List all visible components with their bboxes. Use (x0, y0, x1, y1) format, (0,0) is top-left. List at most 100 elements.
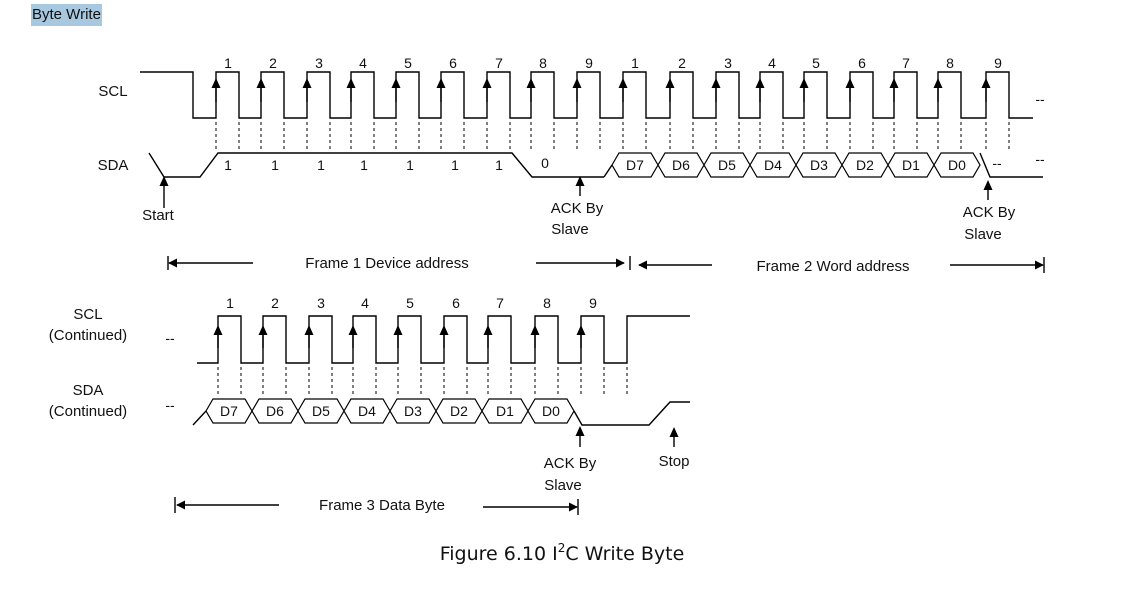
word-address-bit-label-5: D2 (856, 157, 874, 173)
continued-clock-number-8: 9 (589, 295, 597, 311)
header-label: Byte Write (31, 4, 102, 26)
sda-continued-continuation: -- (165, 397, 175, 413)
scl-edge-arrow-4-head (391, 78, 401, 88)
clock-number-15: 7 (902, 55, 910, 71)
word-address-bit-label-0: D7 (626, 157, 644, 173)
caption-suffix: C Write Byte (565, 543, 684, 565)
clock-number-0: 1 (224, 55, 232, 71)
ack-label-3-line2: Slave (544, 477, 582, 494)
sda-continued-label: SDA (73, 382, 104, 399)
scl-label: SCL (98, 83, 127, 100)
continued-clock-number-0: 1 (226, 295, 234, 311)
scl-continuation: -- (1035, 91, 1045, 107)
scl-continued-continuation: -- (165, 330, 175, 346)
scl-edge-arrow-7-head (526, 78, 536, 88)
ack-label-2: ACK By (963, 204, 1016, 221)
clock-number-6: 7 (495, 55, 503, 71)
clock-number-2: 3 (315, 55, 323, 71)
sda-continued-entry (192, 410, 207, 426)
scl-edge-arrow-6-head (482, 78, 492, 88)
address-bit-6: 1 (495, 157, 503, 173)
data-byte-bit-label-3: D4 (358, 403, 376, 419)
scl-continued-edge-arrow-3-head (348, 325, 358, 335)
clock-number-13: 5 (812, 55, 820, 71)
continued-clock-number-7: 8 (543, 295, 551, 311)
data-waveforms (148, 152, 1045, 515)
scl-continued-label: SCL (73, 306, 102, 323)
scl-continued-edge-arrow-1-head (258, 325, 268, 335)
continued-clock-number-1: 2 (271, 295, 279, 311)
scl-edge-arrow-10-head (665, 78, 675, 88)
clock-number-14: 6 (858, 55, 866, 71)
scl-continued-edge-arrow-8-head (576, 325, 586, 335)
sda-mid-continuation: -- (992, 155, 1002, 171)
sda-continuation: -- (1035, 151, 1045, 167)
data-byte-bit-label-2: D5 (312, 403, 330, 419)
scl-edge-arrow-3-head (346, 78, 356, 88)
ack-arrow-3-head (575, 426, 585, 436)
scl-edge-arrow-2-head (302, 78, 312, 88)
scl-continued-edge-arrow-7-head (530, 325, 540, 335)
scl-continued-edge-arrow-2-head (304, 325, 314, 335)
address-bit-4: 1 (406, 157, 414, 173)
address-bit-2: 1 (317, 157, 325, 173)
data-byte-bit-label-4: D3 (404, 403, 422, 419)
scl-continued-waveform (197, 315, 690, 364)
word-address-bit-label-7: D0 (948, 157, 966, 173)
word-address-bit-label-2: D5 (718, 157, 736, 173)
scl-edge-arrow-15-head (889, 78, 899, 88)
ack-arrow-1-head (575, 176, 585, 186)
address-bit-0: 1 (224, 157, 232, 173)
ack-arrow-2-head (983, 180, 993, 190)
word-address-bit-label-4: D3 (810, 157, 828, 173)
word-address-bit-label-3: D4 (764, 157, 782, 173)
data-byte-bit-label-6: D1 (496, 403, 514, 419)
stop-arrow-head (669, 427, 679, 437)
clock-number-4: 5 (404, 55, 412, 71)
start-arrow-head (159, 176, 169, 186)
ack-label-1-line2: Slave (551, 221, 589, 238)
data-byte-bit-label-7: D0 (542, 403, 560, 419)
clock-waveforms (140, 71, 1033, 395)
address-bit-7: 0 (541, 155, 549, 171)
scl-edge-arrow-14-head (845, 78, 855, 88)
scl-edge-arrow-8-head (572, 78, 582, 88)
caption-superscript: 2 (558, 541, 566, 555)
scl-edge-arrow-11-head (711, 78, 721, 88)
clock-number-1: 2 (269, 55, 277, 71)
clock-number-9: 1 (631, 55, 639, 71)
scl-edge-arrow-9-head (618, 78, 628, 88)
sda-ack2-segment (979, 152, 1043, 178)
continued-clock-number-6: 7 (496, 295, 504, 311)
address-bit-1: 1 (271, 157, 279, 173)
scl-edge-arrow-12-head (755, 78, 765, 88)
caption-prefix: Figure 6.10 I (440, 543, 558, 565)
clock-number-12: 4 (768, 55, 776, 71)
sda-address-waveform (148, 152, 604, 178)
sda-continued-stop-segment (573, 401, 690, 426)
scl-edge-arrow-5-head (436, 78, 446, 88)
clock-number-3: 4 (359, 55, 367, 71)
continued-clock-number-4: 5 (406, 295, 414, 311)
address-bit-3: 1 (360, 157, 368, 173)
data-byte-bit-label-1: D6 (266, 403, 284, 419)
clock-number-5: 6 (449, 55, 457, 71)
stop-label: Stop (659, 453, 690, 470)
scl-continued-edge-arrow-5-head (439, 325, 449, 335)
continued-clock-number-5: 6 (452, 295, 460, 311)
scl-edge-arrow-16-head (933, 78, 943, 88)
frame3-label: Frame 3 Data Byte (319, 497, 445, 514)
scl-continued-sublabel: (Continued) (49, 327, 127, 344)
word-address-bit-label-6: D1 (902, 157, 920, 173)
address-bit-5: 1 (451, 157, 459, 173)
scl-continued-edge-arrow-0-head (213, 325, 223, 335)
frame1-label: Frame 1 Device address (305, 255, 468, 272)
clock-number-10: 2 (678, 55, 686, 71)
ack-label-1: ACK By (551, 200, 604, 217)
clock-number-11: 3 (724, 55, 732, 71)
figure-caption: Figure 6.10 I2C Write Byte (440, 541, 685, 565)
ack-label-3: ACK By (544, 455, 597, 472)
start-label: Start (142, 207, 175, 224)
